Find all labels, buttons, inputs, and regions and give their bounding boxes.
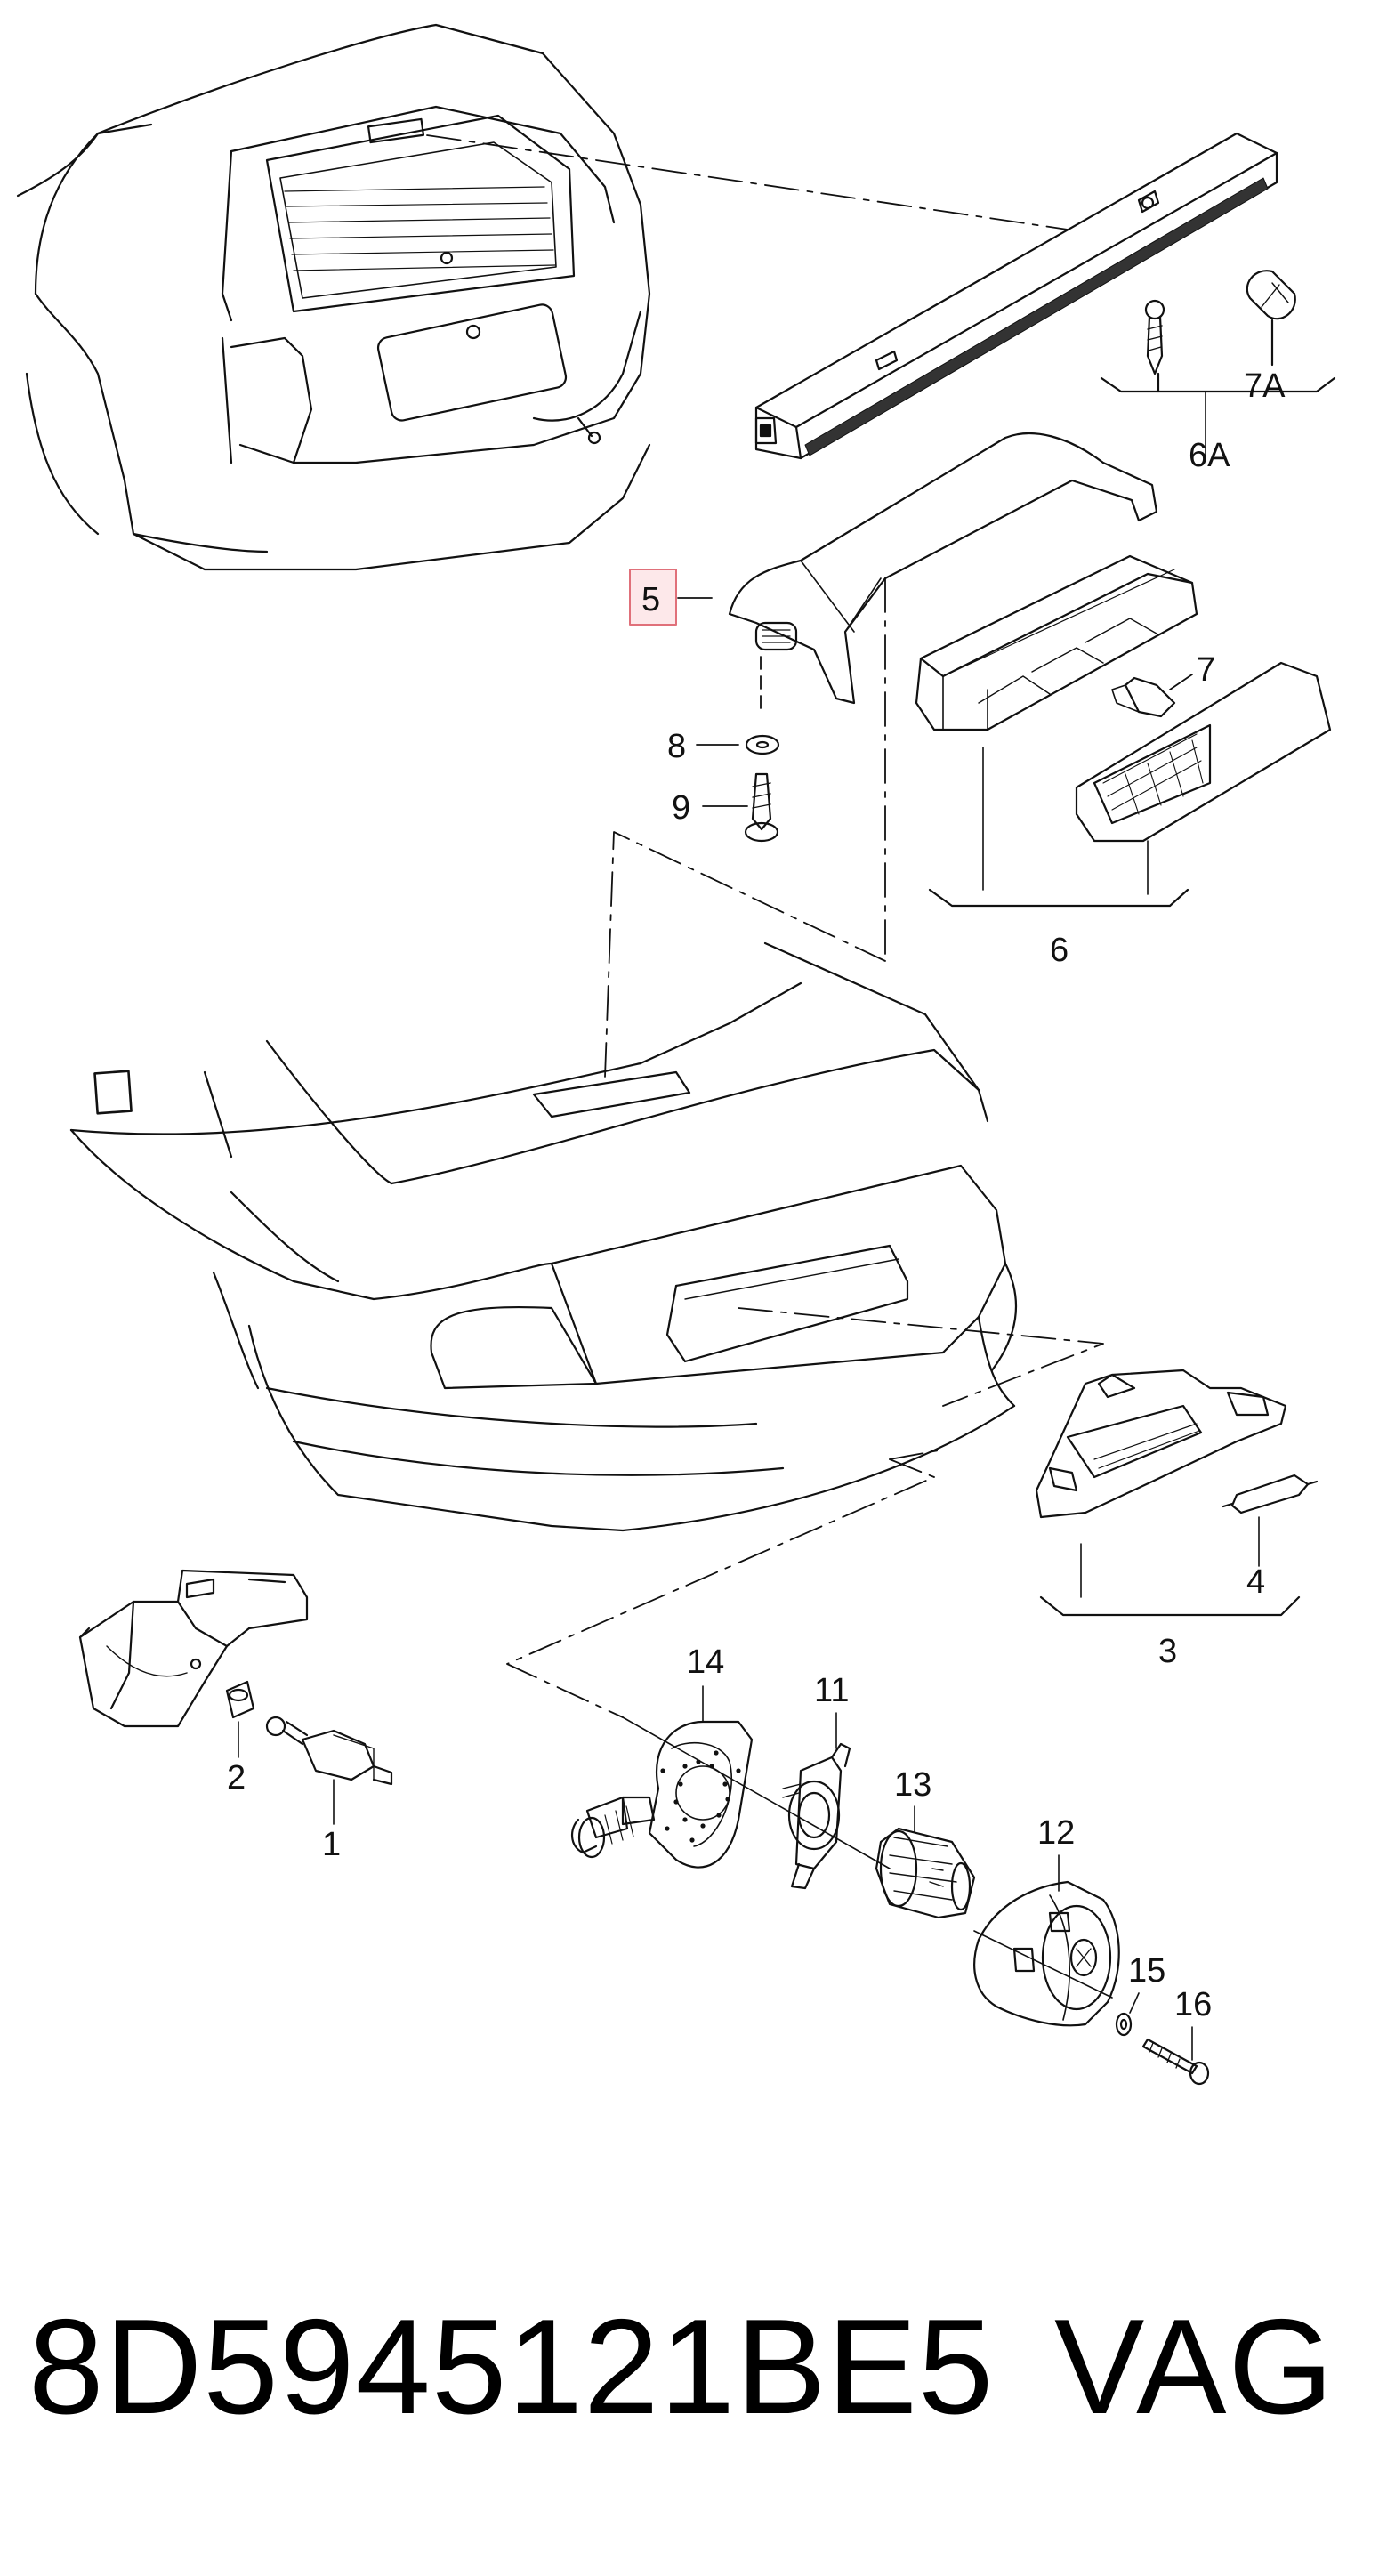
callout-6a: 6A bbox=[1189, 437, 1230, 474]
callout-6: 6 bbox=[1050, 932, 1069, 969]
switch-bracket bbox=[78, 1569, 309, 1728]
lamp-housing-part-6 bbox=[915, 554, 1198, 731]
callout-15: 15 bbox=[1128, 1952, 1165, 1990]
bracket-6 bbox=[928, 747, 1189, 908]
screw-part-9 bbox=[744, 772, 779, 843]
callout-5-highlight bbox=[629, 569, 677, 626]
washer-part-8 bbox=[745, 734, 780, 755]
leader-line bbox=[604, 831, 886, 1078]
screw-part-16 bbox=[1141, 2038, 1210, 2086]
retaining-ring-part-11 bbox=[782, 1742, 851, 1890]
callout-7a: 7A bbox=[1244, 367, 1286, 405]
screw-6a bbox=[1144, 299, 1165, 375]
avant-rear-illustration bbox=[16, 23, 651, 571]
part-number: 8D5945121BE5 bbox=[28, 2291, 995, 2443]
bracket-6a bbox=[1100, 319, 1336, 459]
leader-line bbox=[738, 1307, 1104, 1407]
callout-12: 12 bbox=[1037, 1814, 1075, 1852]
lock-housing-part-14 bbox=[571, 1720, 754, 1869]
callout-13: 13 bbox=[894, 1766, 931, 1804]
cover-part-5 bbox=[728, 432, 1158, 705]
festoon-bulb-part-4 bbox=[1222, 1474, 1319, 1514]
lens-part-6 bbox=[1075, 661, 1332, 843]
plate-light-part-3 bbox=[1035, 1369, 1287, 1519]
callout-7: 7 bbox=[1197, 651, 1215, 689]
lock-cap-part-12 bbox=[973, 1880, 1120, 2027]
leader-line bbox=[506, 1458, 935, 1718]
callout-14: 14 bbox=[687, 1643, 724, 1681]
callout-2: 2 bbox=[227, 1759, 246, 1797]
callout-5: 5 bbox=[641, 581, 660, 618]
bulb-part-7 bbox=[1111, 676, 1176, 718]
callout-16: 16 bbox=[1174, 1986, 1212, 2023]
lock-cylinder-part-13 bbox=[875, 1827, 976, 1919]
footer: 8D5945121BE5 VAG bbox=[0, 2260, 1379, 2474]
callout-3: 3 bbox=[1158, 1633, 1177, 1670]
bracket-3 bbox=[1039, 1516, 1301, 1617]
bulb-7a bbox=[1246, 270, 1296, 320]
washer-part-15 bbox=[1115, 2012, 1133, 2037]
callout-4: 4 bbox=[1246, 1563, 1265, 1601]
brake-light-bar-6a bbox=[754, 132, 1278, 460]
callout-9: 9 bbox=[672, 789, 690, 827]
leader-line bbox=[889, 1450, 939, 1460]
leader-line bbox=[622, 1716, 891, 1869]
clip-part-2 bbox=[225, 1680, 255, 1719]
switch-part-1 bbox=[265, 1716, 393, 1786]
callout-1: 1 bbox=[322, 1826, 341, 1863]
sedan-rear-illustration bbox=[69, 941, 1018, 1532]
brand-label: VAG bbox=[1054, 2291, 1335, 2443]
callout-11: 11 bbox=[814, 1672, 849, 1709]
leader-line bbox=[426, 134, 1069, 230]
leader-line bbox=[973, 1930, 1113, 1999]
callout-8: 8 bbox=[667, 728, 686, 765]
